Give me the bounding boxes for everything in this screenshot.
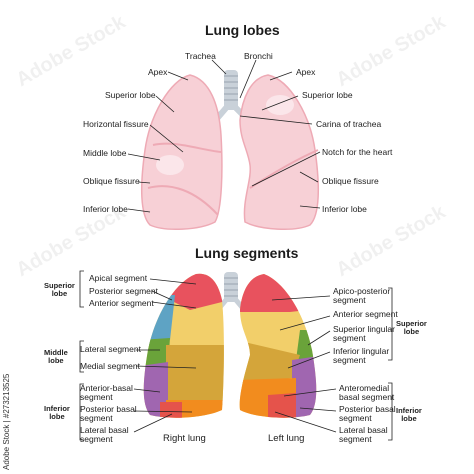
label-apical-segment: Apical segment [89, 273, 148, 283]
label-superior-lobe-right: Superior lobe [302, 90, 353, 100]
label-inferior-lingular-segment: Inferior lingular segment [333, 346, 390, 365]
stock-id-label: Adobe Stock | #273213525 [2, 373, 11, 470]
label-posterior-segment: Posterior segment [89, 286, 158, 296]
lobes-illustration [127, 59, 321, 231]
label-apex-left: Apex [148, 67, 168, 77]
label-oblique-fissure-right: Oblique fissure [322, 176, 379, 186]
label-anterior-basal-segment: Anterior-basal segment [80, 383, 133, 402]
label-apico-posterior-segment: Apico-posterior segment [333, 286, 391, 305]
group-inferior-lobe-left-lung: Inferior lobe [396, 406, 422, 423]
caption-left-lung: Left lung [268, 433, 305, 444]
label-superior-lingular-segment: Superior lingular segment [333, 324, 395, 343]
label-bronchi: Bronchi [244, 51, 273, 61]
label-trachea: Trachea [185, 51, 216, 61]
lobes-title: Lung lobes [205, 22, 280, 38]
left-lung-segments [239, 274, 317, 418]
label-notch-for-heart: Notch for the heart [322, 147, 393, 157]
label-carina: Carina of trachea [316, 119, 382, 129]
right-lung-lobes [140, 74, 223, 231]
label-posterior-basal-segment-left-lung: Posterior basal segment [339, 404, 396, 423]
label-horizontal-fissure: Horizontal fissure [83, 119, 149, 129]
label-lateral-segment: Lateral segment [80, 344, 141, 354]
label-apex-right: Apex [296, 67, 316, 77]
group-superior-lobe-left-lung: Superior lobe [396, 319, 427, 336]
left-lung-lobes [239, 74, 320, 231]
group-inferior-lobe-right-lung: Inferior lobe [44, 404, 70, 421]
label-middle-lobe: Middle lobe [83, 148, 127, 158]
label-oblique-fissure-left: Oblique fissure [83, 176, 140, 186]
label-lateral-basal-segment-right-lung: Lateral basal segment [80, 425, 129, 444]
label-superior-lobe-left: Superior lobe [105, 90, 156, 100]
group-superior-lobe-right-lung: Superior lobe [44, 281, 75, 298]
label-lateral-basal-segment-left-lung: Lateral basal segment [339, 425, 388, 444]
group-middle-lobe: Middle lobe [44, 348, 68, 365]
label-anterior-segment-left-lung: Anterior segment [333, 309, 398, 319]
segments-title: Lung segments [195, 245, 299, 261]
caption-right-lung: Right lung [163, 433, 206, 444]
label-anteromedial-basal-segment: Anteromedial basal segment [339, 383, 395, 402]
label-inferior-lobe-right: Inferior lobe [322, 204, 367, 214]
label-inferior-lobe-left: Inferior lobe [83, 204, 128, 214]
label-medial-segment: Medial segment [80, 361, 141, 371]
label-anterior-segment-right-lung: Anterior segment [89, 298, 154, 308]
label-posterior-basal-segment-right-lung: Posterior basal segment [80, 404, 137, 423]
